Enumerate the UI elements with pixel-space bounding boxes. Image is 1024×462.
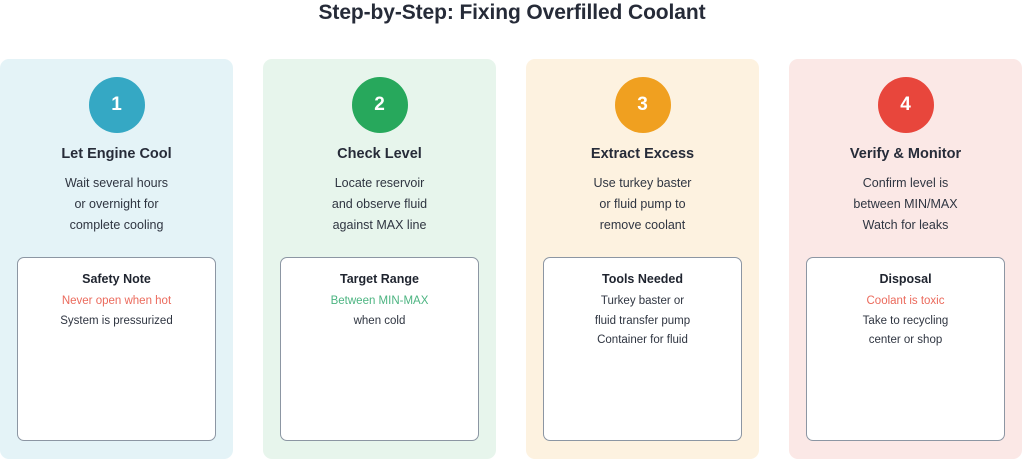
step-title-1: Let Engine Cool bbox=[61, 146, 172, 162]
step-number-badge-1: 1 bbox=[88, 77, 145, 133]
step-description-line: Watch for leaks bbox=[862, 218, 949, 232]
page-title: Step-by-Step: Fixing Overfilled Coolant bbox=[318, 1, 706, 24]
step-description-line: Locate reservoir bbox=[334, 176, 425, 190]
note-box-line: Turkey baster or bbox=[600, 295, 685, 307]
step-number-badge-2: 2 bbox=[351, 77, 408, 133]
step-number-label: 1 bbox=[111, 94, 122, 115]
note-box-title: Safety Note bbox=[82, 272, 151, 286]
step-note-box-2: Target Range Between MIN-MAX when cold bbox=[280, 257, 479, 441]
step-number-label: 2 bbox=[374, 94, 385, 115]
step-description-line: or overnight for bbox=[74, 197, 159, 211]
step-title-4: Verify & Monitor bbox=[849, 146, 962, 162]
step-description-3: Use turkey baster or fluid pump to remov… bbox=[526, 173, 759, 236]
step-description-line: against MAX line bbox=[332, 218, 427, 232]
note-box-line: Never open when hot bbox=[61, 295, 172, 307]
step-number-badge-4: 4 bbox=[877, 77, 934, 133]
step-description-line: and observe fluid bbox=[331, 197, 428, 211]
note-box-title: Tools Needed bbox=[601, 272, 684, 286]
note-box-line: Between MIN-MAX bbox=[330, 295, 429, 307]
note-box-line: Container for fluid bbox=[597, 334, 688, 346]
note-box-title: Target Range bbox=[340, 272, 419, 286]
step-description-line: complete cooling bbox=[69, 218, 164, 232]
step-card-list: 1 Let Engine Cool Wait several hours or … bbox=[0, 59, 1024, 459]
step-note-box-3: Tools Needed Turkey baster or fluid tran… bbox=[543, 257, 742, 441]
note-box-line: Take to recycling bbox=[862, 314, 949, 327]
step-note-box-4: Disposal Coolant is toxic Take to recycl… bbox=[806, 257, 1005, 441]
step-description-1: Wait several hours or overnight for comp… bbox=[0, 173, 233, 236]
note-box-title: Disposal bbox=[879, 272, 932, 286]
step-title-2: Check Level bbox=[337, 146, 422, 162]
step-description-line: or fluid pump to bbox=[599, 197, 686, 211]
step-title-3: Extract Excess bbox=[590, 146, 695, 162]
step-card-1[interactable]: 1 Let Engine Cool Wait several hours or … bbox=[0, 59, 233, 459]
step-note-box-1: Safety Note Never open when hot System i… bbox=[17, 257, 216, 441]
step-description-line: Confirm level is bbox=[862, 176, 949, 190]
note-box-line: center or shop bbox=[868, 334, 943, 346]
step-card-4[interactable]: 4 Verify & Monitor Confirm level is betw… bbox=[789, 59, 1022, 459]
step-description-line: between MIN/MAX bbox=[853, 197, 958, 211]
note-box-line: fluid transfer pump bbox=[594, 314, 691, 327]
step-description-line: remove coolant bbox=[599, 218, 686, 232]
step-description-4: Confirm level is between MIN/MAX Watch f… bbox=[789, 173, 1022, 236]
step-card-3[interactable]: 3 Extract Excess Use turkey baster or fl… bbox=[526, 59, 759, 459]
note-box-line: System is pressurized bbox=[60, 314, 173, 327]
step-card-2[interactable]: 2 Check Level Locate reservoir and obser… bbox=[263, 59, 496, 459]
note-box-line: when cold bbox=[353, 314, 406, 327]
step-number-label: 3 bbox=[637, 94, 648, 115]
step-number-label: 4 bbox=[900, 94, 911, 115]
step-description-line: Use turkey baster bbox=[593, 176, 692, 190]
note-box-line: Coolant is toxic bbox=[866, 295, 945, 307]
step-description-2: Locate reservoir and observe fluid again… bbox=[263, 173, 496, 236]
step-description-line: Wait several hours bbox=[64, 176, 169, 190]
step-number-badge-3: 3 bbox=[614, 77, 671, 133]
